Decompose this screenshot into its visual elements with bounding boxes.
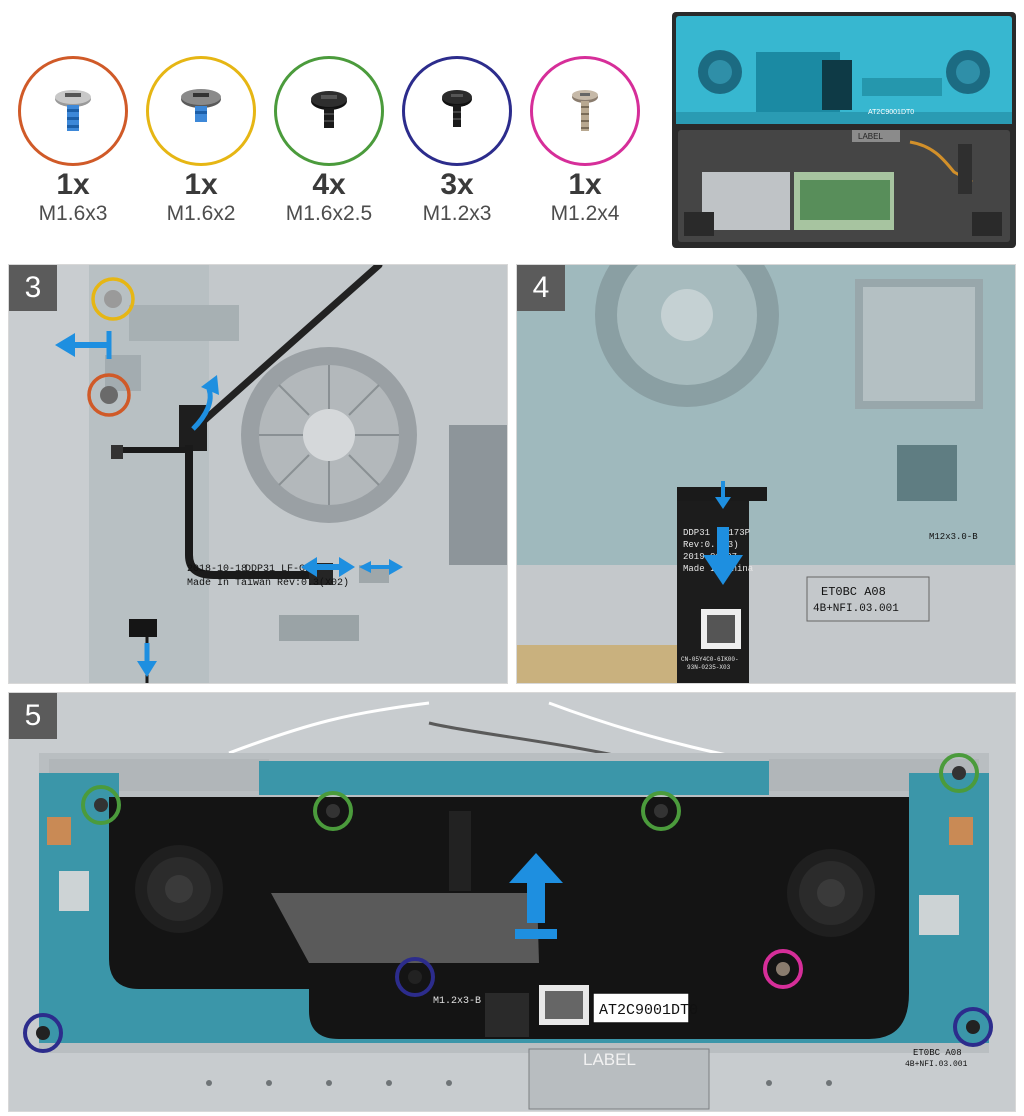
- screw-size-2: M1.6x2: [166, 202, 236, 225]
- screw-qty-5: 1x: [568, 168, 602, 201]
- step-5-label-nfi: 4B+NFI.03.001: [905, 1060, 968, 1069]
- screw-m16x3-icon: [55, 90, 91, 131]
- screw-ring-orange-icon: [87, 373, 131, 417]
- step-3-number: 3: [9, 265, 57, 311]
- screw-ring-green-2-icon: [313, 791, 353, 831]
- screw-qty-2: 1x: [184, 168, 218, 201]
- step-4-label-nfi: 4B+NFI.03.001: [813, 603, 899, 615]
- screw-size-1: M1.6x3: [38, 202, 108, 225]
- step-4-label-serial: CN-05Y4C0-6IK00-: [681, 656, 739, 663]
- screw-circle-5: [530, 56, 640, 166]
- step-4-label-rev: Rev:0.: [683, 540, 715, 550]
- step-4-label-screw: M12x3.0-B: [929, 532, 978, 542]
- step-4-label-model-suffix: G173P: [723, 528, 750, 538]
- screw-circle-4: [402, 56, 512, 166]
- screw-m12x4-icon: [572, 90, 598, 131]
- screw-ring-green-1-icon: [81, 785, 121, 825]
- screw-ring-navy-1-icon: [395, 957, 435, 997]
- screw-qty-4: 3x: [440, 168, 474, 201]
- step-3-illustration: 2018-10-18 DDP31 LF-GI Made In Taiwan Re…: [55, 265, 507, 683]
- step-5-panel: 5 AT2C9001DT0 M1.2x3-B LABEL ET0BC A: [8, 692, 1016, 1112]
- lift-up-arrow-icon: [527, 877, 545, 923]
- screw-size-5: M1.2x4: [550, 202, 620, 225]
- overview-thumbnail: AT2C9001DT0 LABEL: [672, 12, 1016, 248]
- screw-size-4: M1.2x3: [422, 202, 492, 225]
- step-3-label-date: 2018-10-18: [187, 564, 247, 575]
- overview-label-0: LABEL: [858, 132, 883, 141]
- screw-circle-1: [18, 56, 128, 166]
- screw-m16x25-icon: [311, 91, 347, 128]
- step-4-panel: 4 DDP31 G173P Rev:0. X03) 2019-01-07 Mad…: [516, 264, 1016, 684]
- screw-ring-navy-2-icon: [23, 1013, 63, 1053]
- step-5-label-screw: M1.2x3-B: [433, 996, 481, 1007]
- screw-ring-yellow-icon: [91, 277, 135, 321]
- screw-m12x3-icon: [442, 90, 472, 127]
- step-4-number: 4: [517, 265, 565, 311]
- step-3-label-made: Made In Taiwan Rev:0.3(X02): [187, 577, 349, 589]
- step-5-number: 5: [9, 693, 57, 739]
- screw-ring-green-3-icon: [641, 791, 681, 831]
- step-5-label-at2c: AT2C9001DT0: [599, 1002, 698, 1019]
- screw-ring-magenta-icon: [763, 949, 803, 989]
- overview-label-1: AT2C9001DT0: [868, 109, 914, 116]
- step-4-label-et0bc: ET0BC A08: [821, 585, 886, 599]
- step-5-illustration: AT2C9001DT0 M1.2x3-B LABEL ET0BC A08 4B+…: [9, 693, 1015, 1111]
- step-4-label-serial-2: 93N-0235-X03: [687, 664, 731, 671]
- screw-size-3: M1.6x2.5: [285, 202, 373, 225]
- screw-qty-3: 4x: [312, 168, 346, 201]
- screw-qty-1: 1x: [56, 168, 90, 201]
- step-3-panel: 3 2018-10-18 DDP31 LF-GI Made In Taiwan …: [8, 264, 508, 684]
- step-3-label-model: DDP31 LF-GI: [245, 564, 311, 575]
- screw-circle-3: [274, 56, 384, 166]
- step-4-label-model: DDP31: [683, 528, 710, 538]
- step-5-label-label: LABEL: [583, 1050, 636, 1069]
- step-4-illustration: DDP31 G173P Rev:0. X03) 2019-01-07 Made …: [517, 265, 1015, 683]
- screw-m16x2-icon: [181, 89, 221, 122]
- lift-curve-arrow-icon: [191, 388, 213, 431]
- overview-illustration: AT2C9001DT0 LABEL: [676, 16, 1012, 242]
- screw-ring-green-4-icon: [939, 753, 979, 793]
- screw-ring-navy-3-icon: [953, 1007, 993, 1047]
- screw-circle-2: [146, 56, 256, 166]
- step-5-label-et0bc: ET0BC A08: [913, 1048, 962, 1058]
